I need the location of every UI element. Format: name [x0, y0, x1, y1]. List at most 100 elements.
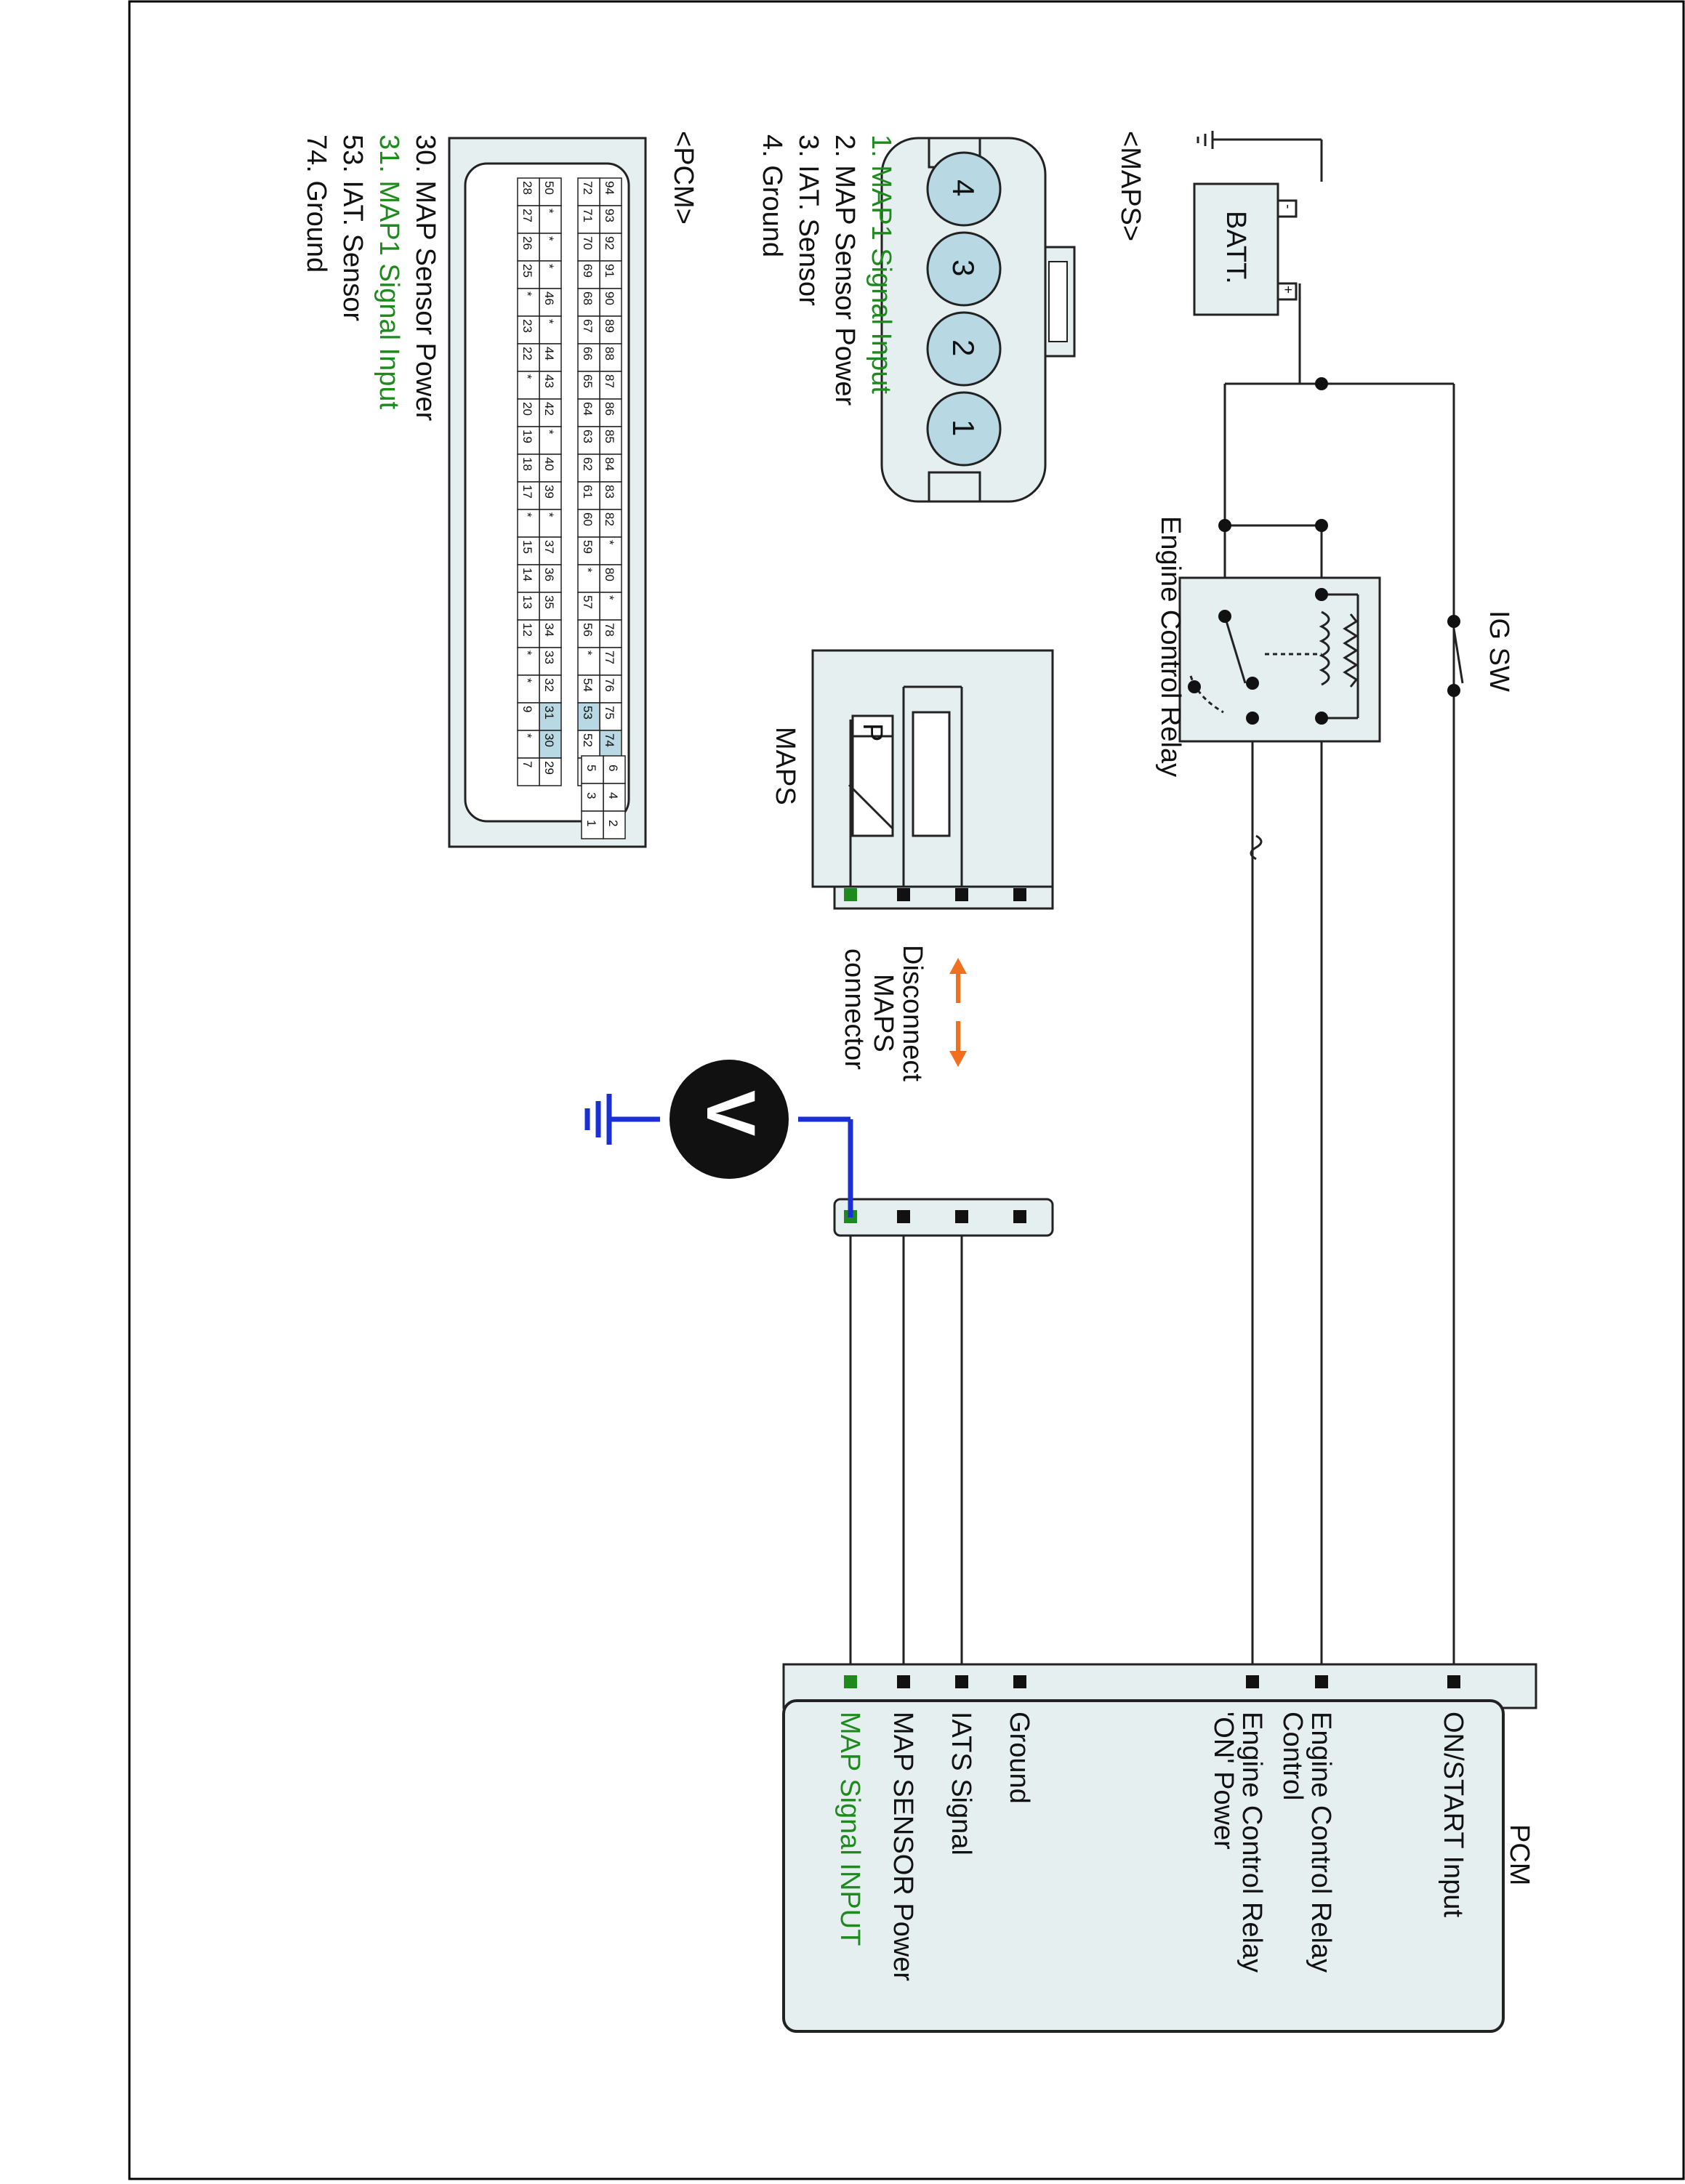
pcm-grid-cell-label: 64 — [581, 402, 595, 416]
pcm-grid-cell-label: 52 — [581, 733, 595, 747]
connector-pin — [955, 1210, 968, 1223]
pcm-grid-cell-label: 15 — [520, 540, 534, 554]
page-border — [128, 0, 1685, 2180]
pcm-grid-cell-label: * — [603, 540, 616, 545]
maps-pin-list-item: 2. MAP Sensor Power — [829, 134, 860, 406]
pcm-grid-cell-label: 30 — [542, 733, 556, 747]
maps-face-pin — [926, 231, 1002, 307]
pcm-grid-cell-label: 53 — [581, 706, 595, 720]
pcm-grid-cell-label: 26 — [520, 236, 534, 250]
maps-face-pin — [926, 391, 1002, 467]
pcm-grid-cell-label: 93 — [603, 209, 616, 222]
pcm-grid-cell-label: 61 — [581, 485, 595, 499]
maps-face-pin-number: 1 — [946, 419, 981, 436]
pcm-grid-cell-label: 87 — [603, 374, 616, 388]
maps-pin-list-item: 3. IAT. Sensor — [793, 134, 824, 306]
pcm-small-cell-label: 6 — [606, 765, 620, 771]
pcm-grid-cell — [517, 757, 540, 786]
ground-symbol — [1197, 131, 1214, 149]
pcm-grid-cell-label: 94 — [603, 181, 616, 195]
maps-face-pin — [926, 311, 1002, 387]
connector-pin — [844, 888, 857, 901]
pcm-grid-cell-label: * — [542, 209, 556, 214]
pcm-grid-cell-label: 60 — [581, 512, 595, 526]
pcm-grid-cell-label: 85 — [603, 430, 616, 443]
disconnect-line1: Disconnect — [897, 945, 928, 1081]
pcm-small-cell-label: 3 — [584, 792, 598, 799]
pcm-grid-cell-label: 90 — [603, 291, 616, 305]
pcm-small-cell — [581, 810, 604, 839]
voltmeter-symbol: V — [692, 1090, 769, 1136]
maps-face-pin — [926, 151, 1002, 227]
pcm-box-pin — [1013, 1675, 1026, 1688]
pcm-grid-cell-label: 82 — [603, 512, 616, 526]
maps-pin-list-item: 4. Ground — [757, 134, 787, 257]
pcm-grid-cell-label: 86 — [603, 402, 616, 416]
disconnect-line3: connector — [839, 948, 869, 1070]
pcm-pin-list-item: 30. MAP Sensor Power — [410, 134, 441, 422]
ig-sw-label: IG SW — [1484, 611, 1514, 692]
pcm-box-label: IATS Signal — [946, 1712, 976, 1855]
pcm-grid-cell-label: 92 — [603, 236, 616, 250]
pcm-box-label: MAP SENSOR Power — [888, 1712, 918, 1981]
pcm-grid-cell-label: 44 — [542, 347, 556, 360]
ig-switch: IG SW — [1452, 611, 1514, 692]
pcm-box-pin — [897, 1675, 910, 1688]
pcm-box-label: ON/START Input — [1438, 1712, 1468, 1917]
connector-pin — [955, 888, 968, 901]
pcm-grid-cell-label: 69 — [581, 264, 595, 278]
pcm-grid-cell-label: 7 — [520, 761, 534, 767]
pcm-grid-cell-label: 9 — [520, 706, 534, 712]
pcm-grid-cell-label: 28 — [520, 181, 534, 195]
pcm-grid-cell-label: 59 — [581, 540, 595, 554]
pcm-grid-cell-label: 13 — [520, 595, 534, 609]
pcm-grid-cell-label: 89 — [603, 319, 616, 333]
pcm-box-label: Engine Control Relay — [1236, 1712, 1267, 1973]
battery-label: BATT. — [1220, 211, 1251, 284]
pcm-grid-cell-label: 12 — [520, 623, 534, 637]
pcm-grid-cell-label: 78 — [603, 623, 616, 637]
junction-dots — [1218, 377, 1460, 697]
pcm-grid-cell-label: * — [542, 264, 556, 269]
pcm-grid-cell-label: * — [520, 733, 534, 738]
pcm-grid-cell-label: 20 — [520, 402, 534, 416]
pcm-grid-cell-label: 17 — [520, 485, 534, 499]
harness-connector — [833, 1198, 1054, 1237]
pcm-pin-list-item: 74. Ground — [301, 134, 331, 273]
maps-face-pin-number: 4 — [946, 180, 981, 196]
pcm-grid-cell-label: 50 — [542, 181, 556, 195]
disconnect-annotation: Disconnect MAPS connector — [839, 945, 967, 1081]
pcm-grid-cell-label: * — [542, 512, 556, 517]
pcm-box-pin — [1246, 1675, 1259, 1688]
pcm-grid-cell-label: 40 — [542, 457, 556, 471]
pcm-view-title: <PCM> — [668, 131, 699, 225]
battery-neg-label: - — [1280, 204, 1295, 209]
engine-control-relay: Engine Control Relay — [1155, 516, 1381, 861]
pcm-box-title: PCM — [1504, 1824, 1535, 1885]
pcm-grid-cell-label: * — [603, 595, 616, 600]
pcm-grid-cell-label: 88 — [603, 347, 616, 360]
voltmeter: V — [584, 1060, 853, 1217]
pcm-grid-cell-label: * — [542, 430, 556, 435]
maps-face-pin-number: 3 — [946, 259, 981, 276]
pcm-grid-cell-label: 43 — [542, 374, 556, 388]
pcm-small-cell-label: 5 — [584, 765, 598, 771]
maps-view-title: <MAPS> — [1115, 131, 1146, 241]
pcm-grid-cell-label: 62 — [581, 457, 595, 471]
pcm-grid-cell-label: 74 — [603, 733, 616, 747]
pcm-grid-cell-label: 18 — [520, 457, 534, 471]
maps-sensor: MAPS P — [770, 649, 1054, 910]
pcm-grid-cell-label: 67 — [581, 319, 595, 333]
pcm-grid-cell-label: 57 — [581, 595, 595, 609]
pcm-small-cell-label: 4 — [606, 792, 620, 799]
connector-pin — [897, 1210, 910, 1223]
battery-pos-label: + — [1280, 286, 1295, 294]
pcm-grid-cell-label: 23 — [520, 319, 534, 333]
pcm-grid-cell-label: * — [542, 236, 556, 241]
pcm-grid-cell-label: 36 — [542, 568, 556, 581]
pcm-grid-cell-label: 19 — [520, 430, 534, 443]
